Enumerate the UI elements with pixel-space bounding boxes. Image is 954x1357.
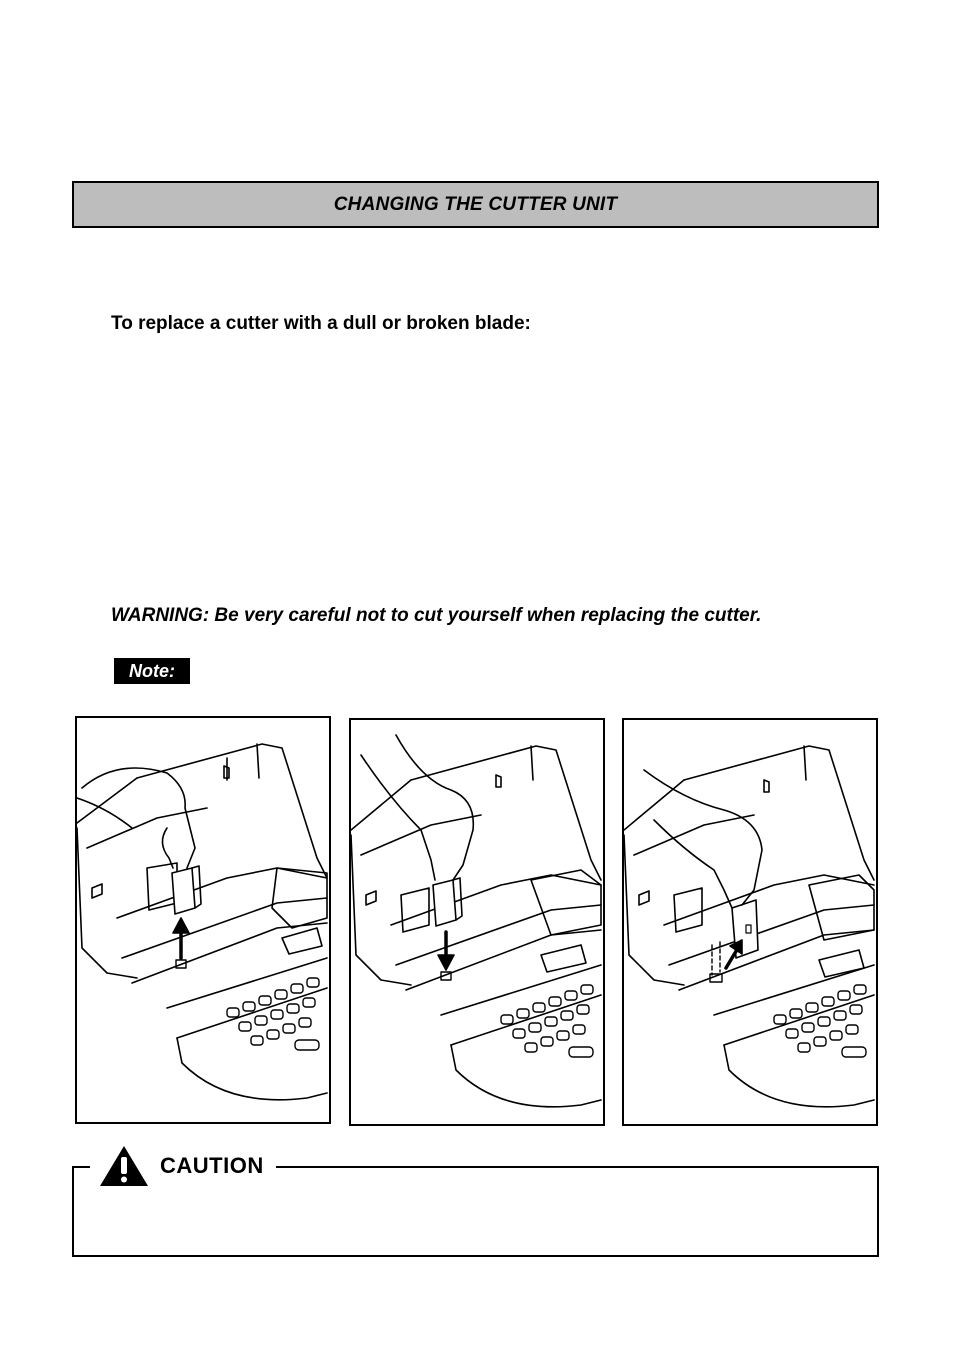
illustration-secure-cutter — [622, 718, 878, 1126]
caution-heading: CAUTION — [90, 1143, 276, 1189]
section-title: CHANGING THE CUTTER UNIT — [333, 193, 618, 215]
arrow-down-icon — [437, 954, 455, 971]
note-badge: Note: — [114, 658, 190, 684]
illustration-remove-cutter — [75, 716, 331, 1124]
warning-triangle-icon — [100, 1146, 148, 1186]
printer-illustration — [624, 745, 875, 1108]
arrow-up-icon — [172, 917, 190, 934]
printer-illustration — [351, 734, 602, 1108]
caution-label: CAUTION — [160, 1153, 264, 1178]
warning-text: WARNING: Be very careful not to cut your… — [111, 605, 762, 626]
instruction-heading: To replace a cutter with a dull or broke… — [111, 313, 531, 334]
note-label: Note: — [129, 660, 175, 681]
arrow-diagonal-icon — [729, 939, 743, 955]
printer-illustration — [77, 743, 328, 1101]
illustration-insert-cutter — [349, 718, 605, 1126]
caution-box — [72, 1166, 879, 1257]
section-header: CHANGING THE CUTTER UNIT — [72, 181, 879, 228]
